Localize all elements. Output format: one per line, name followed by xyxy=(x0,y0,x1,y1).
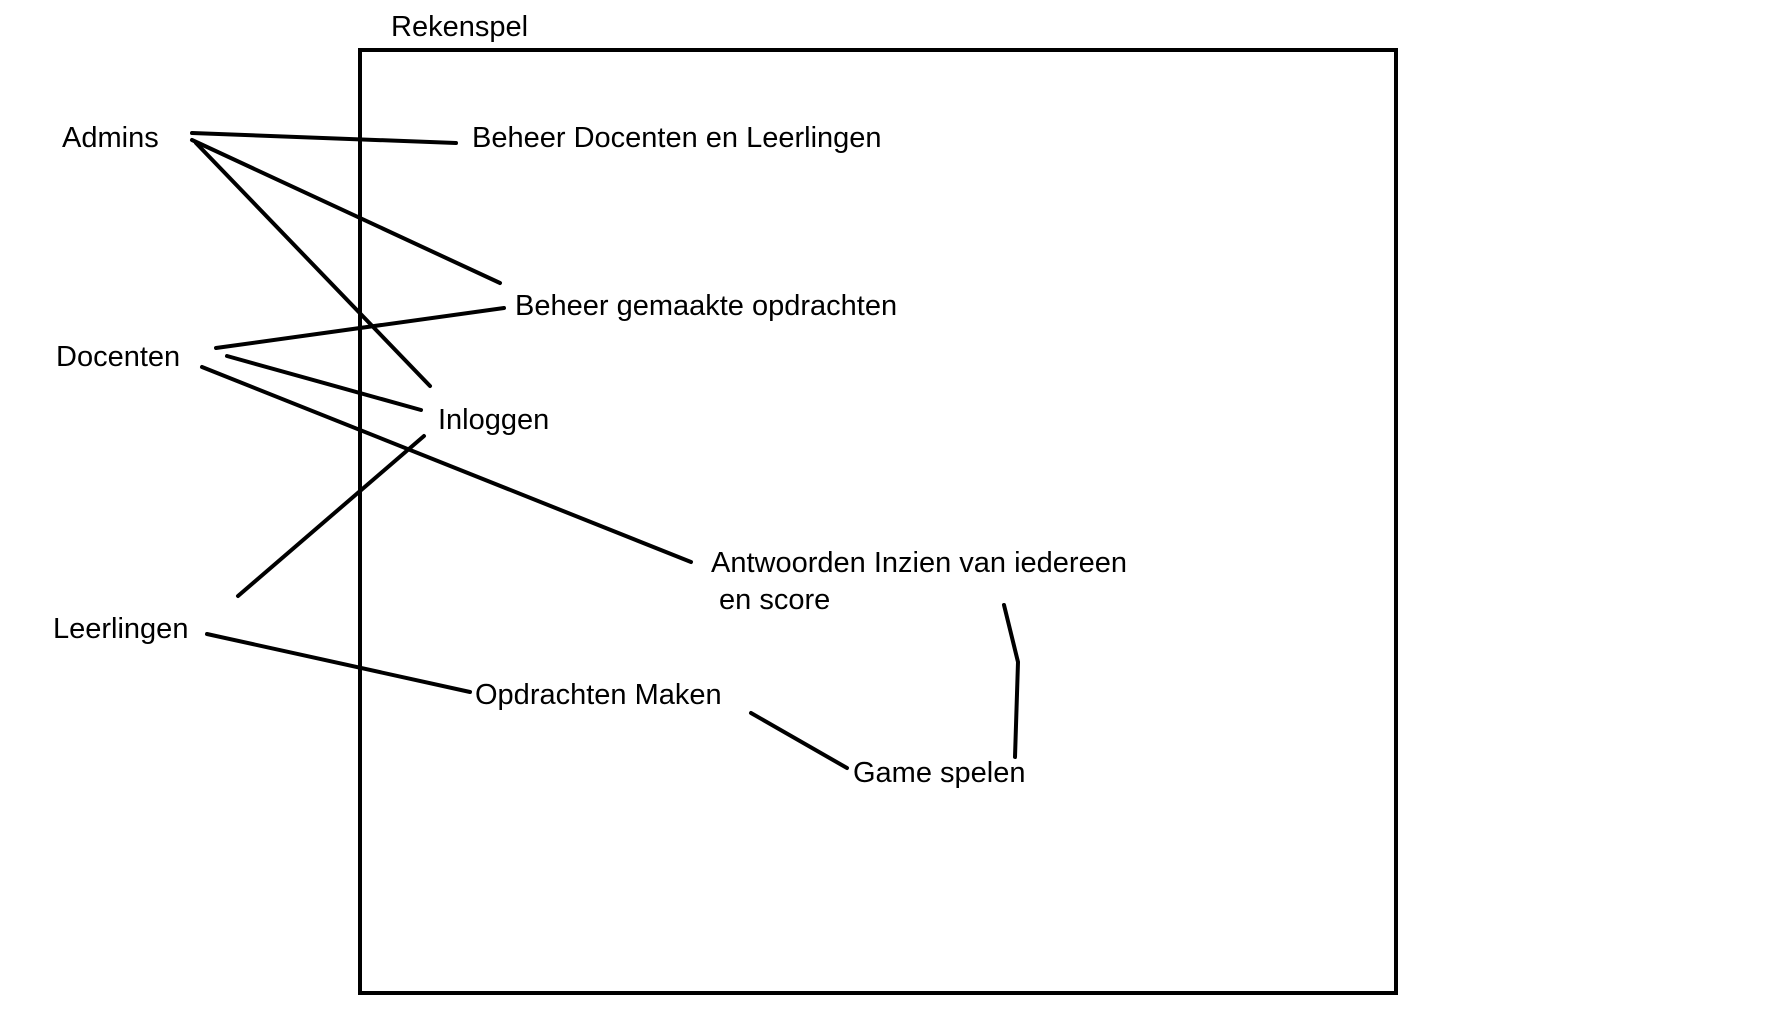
line-admins-beheer-docenten xyxy=(190,131,458,145)
line-admins-beheer-opdrachten xyxy=(190,138,502,285)
line-leerlingen-inloggen xyxy=(236,434,426,598)
use-case-beheer-docenten-leerlingen: Beheer Docenten en Leerlingen xyxy=(472,122,882,154)
use-case-opdrachten-maken: Opdrachten Maken xyxy=(475,679,722,711)
actor-admins: Admins xyxy=(62,122,159,154)
actor-leerlingen: Leerlingen xyxy=(53,613,189,645)
line-docenten-beheer-opdrachten xyxy=(214,306,506,350)
use-case-antwoorden-inzien-line-2: en score xyxy=(719,584,831,616)
system-boundary xyxy=(358,48,1398,995)
line-opdrachten-maken-game-spelen xyxy=(749,711,849,770)
use-case-game-spelen: Game spelen xyxy=(853,757,1026,789)
use-case-inloggen: Inloggen xyxy=(438,404,550,436)
line-docenten-inloggen xyxy=(225,354,423,412)
use-case-antwoorden-inzien-line-1: Antwoorden Inzien van iedereen xyxy=(711,547,1127,579)
use-case-beheer-gemaakte-opdrachten: Beheer gemaakte opdrachten xyxy=(515,290,898,322)
line-game-spelen-antwoorden xyxy=(1002,603,1021,759)
line-admins-inloggen xyxy=(194,141,432,388)
actor-docenten: Docenten xyxy=(56,341,181,373)
system-title: Rekenspel xyxy=(391,11,529,43)
line-docenten-antwoorden xyxy=(200,365,693,564)
line-leerlingen-opdrachten-maken xyxy=(205,632,472,694)
